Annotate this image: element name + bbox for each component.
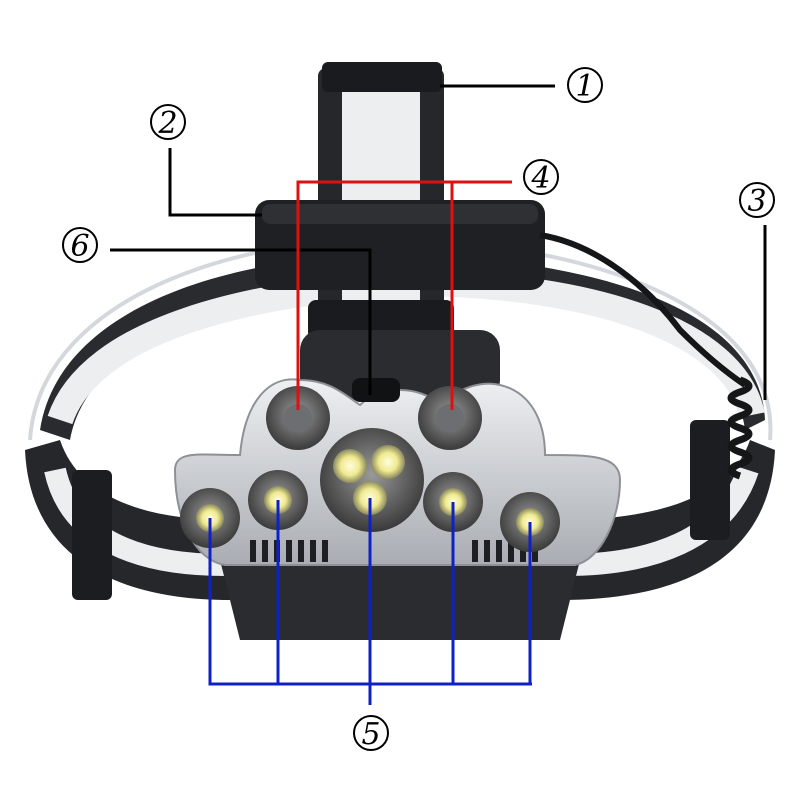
callout-2: 2: [150, 104, 186, 141]
housing-bracket: [300, 330, 500, 400]
battery-box: [255, 200, 545, 290]
callout-1: 1: [567, 67, 603, 104]
callout-1-label: 1: [575, 69, 594, 104]
leader-line-2: [168, 148, 262, 217]
battery-box-top: [262, 204, 538, 224]
strap-front-right-stripe: [564, 466, 759, 576]
strap-front-left-stripe: [44, 467, 226, 576]
callout-5: 5: [353, 715, 389, 752]
callout-6: 6: [62, 227, 98, 264]
leader-lines: [110, 84, 767, 705]
switch-button: [352, 378, 400, 402]
leader-line-5: [208, 498, 532, 705]
cable-coil: [727, 376, 753, 480]
callout-2-label: 2: [157, 106, 177, 141]
callout-3-label: 3: [747, 184, 766, 219]
coiled-cable: [539, 232, 753, 480]
callouts: 1 2 3 4 5 6: [62, 67, 775, 752]
led-center-cluster: [320, 428, 424, 532]
strap-buckle-left: [72, 470, 112, 600]
callout-5-label: 5: [361, 717, 380, 752]
top-strap-buckle: [322, 62, 442, 92]
callout-3: 3: [739, 182, 775, 219]
led-upper-left: [266, 386, 330, 450]
callout-4-label: 4: [530, 161, 550, 196]
leader-line-4: [296, 180, 454, 410]
led-upper-right: [418, 386, 482, 450]
leader-line-6: [110, 248, 372, 395]
callout-4: 4: [523, 159, 559, 196]
callout-6-label: 6: [70, 229, 89, 264]
strap-buckle-right: [690, 420, 730, 540]
cable-wire: [539, 232, 747, 388]
